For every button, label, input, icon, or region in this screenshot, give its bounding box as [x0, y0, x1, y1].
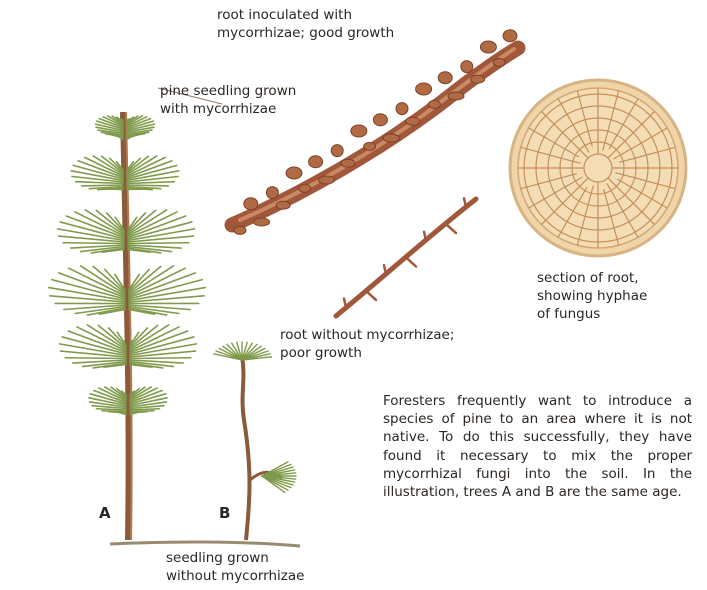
label-seedling-without: seedling grown without mycorrhizae — [166, 549, 304, 585]
mycorrhizal-lump — [286, 167, 302, 179]
mycorrhizal-lump — [309, 156, 323, 168]
mycorrhizal-lump — [480, 41, 496, 53]
label-root-without: root without mycorrhizae; poor growth — [280, 326, 454, 362]
needle — [130, 409, 160, 410]
needle — [65, 358, 126, 359]
mycorrhizal-lump — [396, 103, 408, 115]
mycorrhizal-lump — [266, 187, 278, 199]
needle — [127, 185, 168, 186]
mycorrhizal-lump — [318, 176, 334, 184]
label-root-section: section of root, showing hyphae of fungu… — [537, 269, 647, 323]
root-section — [510, 80, 686, 256]
mycorrhizal-lump — [383, 134, 399, 142]
inoculated-root — [232, 30, 518, 235]
mycorrhizal-lump — [351, 125, 367, 137]
mycorrhizal-lump — [493, 58, 505, 66]
label-line: root without mycorrhizae; — [280, 326, 454, 344]
rootlet — [446, 224, 456, 233]
label-line: with mycorrhizae — [160, 100, 296, 118]
mycorrhizal-lump — [461, 61, 473, 73]
tree-a-label: A — [99, 504, 111, 522]
label-line: showing hyphae — [537, 287, 647, 305]
needle — [96, 409, 126, 410]
mycorrhizal-lump — [276, 201, 290, 209]
needle — [128, 243, 189, 244]
rootlet — [406, 258, 416, 267]
mycorrhizal-lump — [471, 75, 485, 83]
needle — [63, 243, 124, 244]
mycorrhizal-lump — [331, 145, 343, 157]
needle — [130, 358, 191, 359]
needle — [93, 266, 125, 293]
label-line: section of root, — [537, 269, 647, 287]
mycorrhizal-lump — [299, 184, 311, 192]
label-line: without mycorrhizae — [166, 567, 304, 585]
mycorrhizal-lump — [244, 198, 258, 210]
mycorrhizal-lump — [373, 114, 387, 126]
label-pine-with: pine seedling grown with mycorrhizae — [160, 82, 296, 118]
mycorrhizal-lump — [341, 159, 355, 167]
root-without-mycorrhizae — [336, 198, 476, 316]
mycorrhizal-lump — [254, 218, 270, 226]
mycorrhizal-lump — [428, 100, 440, 108]
needle — [129, 266, 161, 293]
pine-seedling-with-mycorrhizae — [49, 112, 206, 540]
label-line: of fungus — [537, 305, 647, 323]
mycorrhizal-lump — [448, 92, 464, 100]
mycorrhizal-lump — [364, 142, 376, 150]
label-line: root inoculated with — [217, 6, 394, 24]
tree-b-label: B — [219, 504, 230, 522]
mycorrhizal-lump — [406, 117, 420, 125]
mycorrhizal-lump — [503, 30, 517, 42]
rootlet — [366, 291, 376, 300]
ground-line — [110, 542, 300, 546]
caption-paragraph: Foresters frequently want to introduce a… — [383, 392, 692, 501]
needle — [82, 185, 123, 186]
label-inoculated-root: root inoculated with mycorrhizae; good g… — [217, 6, 394, 42]
mycorrhizal-lump — [234, 226, 246, 234]
mycorrhizal-lump — [416, 83, 432, 95]
label-line: mycorrhizae; good growth — [217, 24, 394, 42]
label-line: poor growth — [280, 344, 454, 362]
label-line: pine seedling grown — [160, 82, 296, 100]
mycorrhizal-lump — [438, 72, 452, 84]
label-line: seedling grown — [166, 549, 304, 567]
